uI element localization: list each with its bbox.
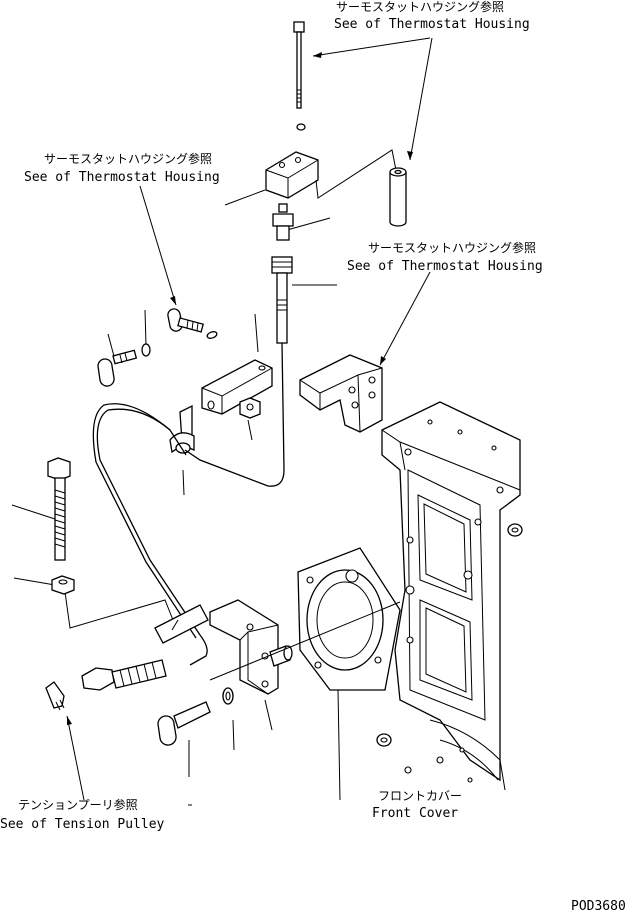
front-cover-label-jp: フロントカバー xyxy=(378,789,462,803)
washer-lower xyxy=(222,687,234,705)
hose-loop xyxy=(92,342,285,666)
mounting-bracket-middle xyxy=(179,359,273,444)
thermostat-right-label-en: See of Thermostat Housing xyxy=(347,259,543,274)
bolt-upper-left xyxy=(167,308,204,333)
bracket-right xyxy=(299,354,383,433)
thermostat-housing-block xyxy=(265,149,397,199)
tension-pulley-bracket xyxy=(209,599,293,695)
washer-lower-left xyxy=(141,343,151,357)
thermostat-top-label-jp: サーモスタットハウジング参照 xyxy=(336,0,504,14)
thermostat-top-label-en: See of Thermostat Housing xyxy=(334,17,530,32)
hose-end-fitting xyxy=(154,604,209,644)
nut-left xyxy=(51,575,75,595)
washer-top xyxy=(296,123,306,131)
thermostat-right-label-jp: サーモスタットハウジング参照 xyxy=(368,240,536,255)
nut xyxy=(239,397,261,419)
washer-upper-left xyxy=(206,331,218,339)
thermostat-left-label-en: See of Thermostat Housing xyxy=(24,170,220,185)
long-bolt-left xyxy=(47,457,71,561)
tension-pulley-label-jp: テンションプーリ参照 xyxy=(18,797,138,812)
front-cover-label-en: Front Cover xyxy=(372,806,458,821)
long-bolt-top xyxy=(293,21,305,109)
spacer-tube xyxy=(389,167,407,227)
thermostat-left-label-jp: サーモスタットハウジング参照 xyxy=(44,151,212,166)
threaded-stud xyxy=(81,659,167,691)
hose-pipe xyxy=(271,256,293,344)
front-cover xyxy=(376,401,523,791)
bolt-lower-left xyxy=(97,349,138,387)
bolt-lower xyxy=(157,701,211,746)
elbow-fitting xyxy=(45,681,65,711)
reference-ticks xyxy=(11,189,337,777)
adapter-plate xyxy=(209,547,401,691)
tension-pulley-label-en: See of Tension Pulley xyxy=(0,817,165,832)
small-fitting xyxy=(272,203,294,241)
drawing-number: POD3680 xyxy=(571,899,626,913)
